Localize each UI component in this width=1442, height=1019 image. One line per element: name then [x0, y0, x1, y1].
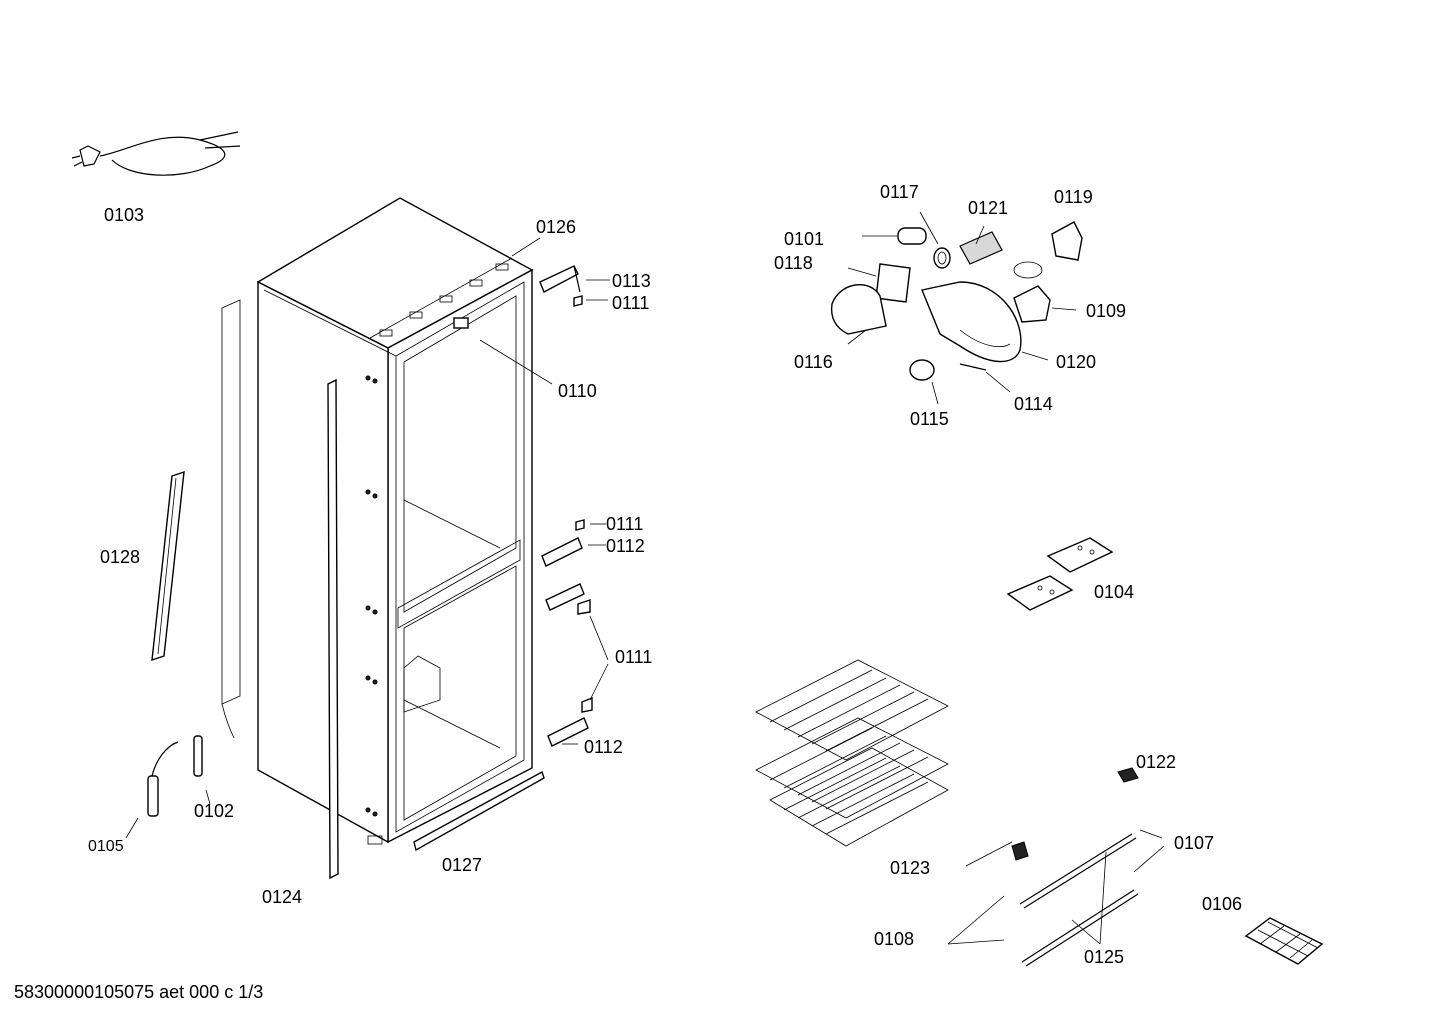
label-0112-low: 0112: [584, 737, 623, 757]
label-0114: 0114: [1014, 394, 1053, 414]
door-handle-part: [151, 470, 185, 662]
label-0124: 0124: [262, 887, 303, 907]
label-0101: 0101: [784, 229, 825, 249]
label-0104: 0104: [1094, 582, 1135, 602]
label-0105: 0105: [88, 838, 124, 855]
label-0125: 0125: [1084, 947, 1125, 967]
document-code: 58300000105075 aet 000 c 1/3: [14, 982, 264, 1002]
control-unit-assembly: [830, 211, 1083, 405]
label-0103: 0103: [104, 205, 145, 225]
label-0115: 0115: [910, 409, 949, 429]
label-0112-mid: 0112: [606, 536, 645, 556]
label-0126: 0126: [536, 217, 577, 237]
bottom-strip-part: [413, 770, 545, 852]
label-0117: 0117: [880, 182, 919, 202]
shelf-rails: [947, 767, 1165, 967]
label-0110: 0110: [558, 381, 597, 401]
label-0122: 0122: [1136, 752, 1177, 772]
hinge-cover-parts: [1006, 537, 1114, 611]
door-seal-strip-part: [327, 378, 339, 880]
label-0118: 0118: [774, 253, 813, 273]
power-cord-part: [71, 131, 241, 176]
sensor-parts: [125, 735, 211, 839]
label-0116: 0116: [794, 352, 833, 372]
label-0107: 0107: [1174, 833, 1215, 853]
label-0111-low: 0111: [615, 647, 653, 667]
label-0111-top: 0111: [612, 293, 650, 313]
label-0102: 0102: [194, 801, 235, 821]
side-panel-part: [221, 299, 241, 739]
label-0123: 0123: [890, 858, 931, 878]
label-0106: 0106: [1202, 894, 1243, 914]
label-0128: 0128: [100, 547, 141, 567]
label-0113: 0113: [612, 271, 651, 291]
label-0121: 0121: [968, 198, 1009, 218]
label-0111-mid: 0111: [606, 514, 644, 534]
label-0108: 0108: [874, 929, 915, 949]
label-0127: 0127: [442, 855, 483, 875]
ice-tray-part: [1244, 917, 1324, 965]
label-0120: 0120: [1056, 352, 1097, 372]
hinge-brackets: [453, 237, 610, 747]
wire-shelves: [755, 659, 949, 847]
label-0109: 0109: [1086, 301, 1127, 321]
refrigerator-cabinet: [256, 197, 534, 845]
label-0119: 0119: [1054, 187, 1093, 207]
